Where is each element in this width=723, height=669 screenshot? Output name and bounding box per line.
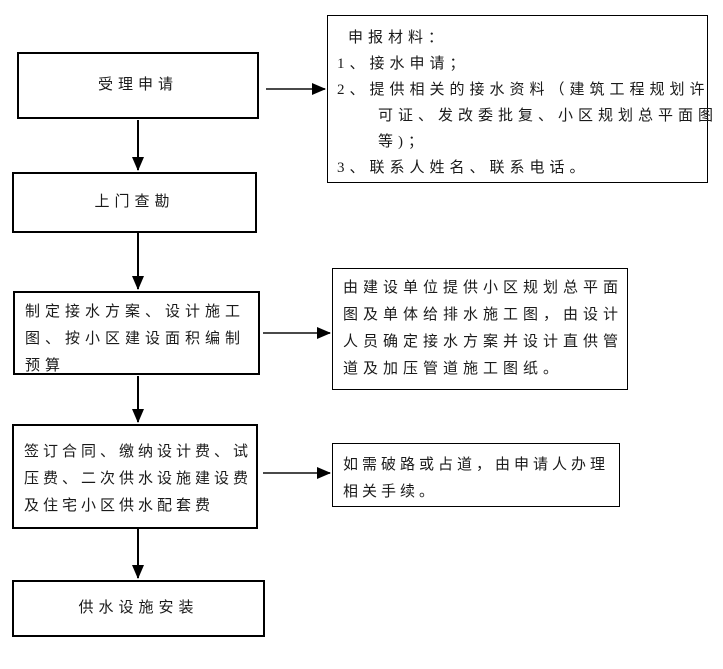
step-line: 压费、二次供水设施建设费 — [24, 471, 253, 487]
note-line: 2、提供相关的接水资料（建筑工程规划许 — [337, 82, 710, 98]
note-line: 等)； — [378, 134, 428, 150]
step-label: 上门查勘 — [94, 194, 175, 210]
step-line: 及住宅小区供水配套费 — [24, 498, 215, 514]
step-line: 预算 — [25, 358, 66, 374]
step-box-sign-contract-pay-fees: 签订合同、缴纳设计费、试 压费、二次供水设施建设费 及住宅小区供水配套费 — [12, 424, 258, 529]
note-box-road-occupation-procedures: 如需破路或占道，由申请人办理 相关手续。 — [332, 443, 620, 507]
step-line: 图、按小区建设面积编制 — [25, 331, 246, 347]
step-box-accept-application: 受理申请 — [17, 52, 259, 119]
note-heading: 申报材料： — [348, 30, 449, 46]
note-box-application-materials: 申报材料： 1、接水申请； 2、提供相关的接水资料（建筑工程规划许 可证、发改委… — [327, 15, 719, 183]
note-line: 1、接水申请； — [337, 56, 470, 72]
note-line: 可证、发改委批复、小区规划总平面图 — [378, 108, 719, 124]
note-line: 人员确定接水方案并设计直供管 — [343, 334, 624, 350]
step-box-site-survey: 上门查勘 — [12, 172, 257, 233]
note-line: 3、联系人姓名、联系电话。 — [337, 160, 590, 176]
note-line: 如需破路或占道，由申请人办理 — [343, 457, 610, 473]
note-line: 道及加压管道施工图纸。 — [343, 361, 564, 377]
note-box-design-by-unit: 由建设单位提供小区规划总平面 图及单体给排水施工图，由设计 人员确定接水方案并设… — [332, 268, 628, 390]
note-line: 由建设单位提供小区规划总平面 — [343, 280, 624, 296]
step-box-install-water-facilities: 供水设施安装 — [12, 580, 265, 637]
step-box-make-connection-plan: 制定接水方案、设计施工 图、按小区建设面积编制 预算 — [13, 291, 260, 375]
step-label: 受理申请 — [97, 77, 178, 93]
step-line: 签订合同、缴纳设计费、试 — [24, 444, 253, 460]
step-line: 制定接水方案、设计施工 — [25, 304, 246, 320]
note-line: 相关手续。 — [343, 484, 439, 500]
note-line: 图及单体给排水施工图，由设计 — [343, 307, 624, 323]
step-label: 供水设施安装 — [78, 600, 199, 616]
